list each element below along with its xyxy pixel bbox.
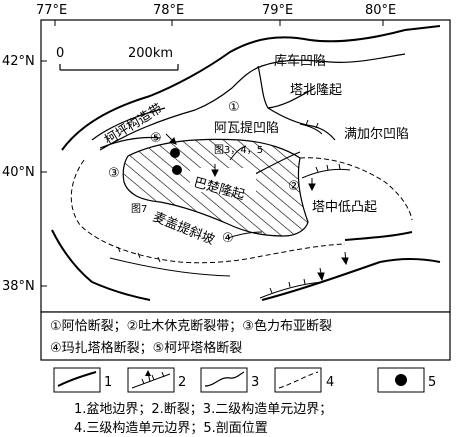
region-manjiaer: 满加尔凹陷	[344, 127, 409, 142]
region-tabei: 塔北隆起	[290, 83, 342, 98]
arrows	[165, 133, 349, 282]
legend-key-1: 1	[104, 375, 112, 390]
legend-key-2: 2	[178, 375, 186, 390]
secondary-unit-boundary	[91, 53, 406, 187]
frame-ticks	[41, 20, 384, 287]
fault-marker-2: ②	[288, 179, 300, 194]
scale-distance: 200km	[128, 46, 173, 61]
bachu-label-box	[190, 168, 256, 192]
legend-key-5: 5	[428, 375, 436, 390]
fault-marker-1: ①	[228, 100, 240, 115]
region-tazhong: 塔中低凸起	[312, 200, 377, 215]
lat-label-40: 40°N	[2, 165, 35, 180]
figure-ref-7: 图7	[131, 203, 147, 215]
lat-label-38: 38°N	[2, 279, 35, 294]
region-awati: 阿瓦提凹陷	[214, 120, 279, 136]
lon-label-79: 79°E	[262, 3, 293, 18]
profile-location-1	[170, 148, 180, 158]
lon-label-78: 78°E	[153, 3, 184, 18]
lon-label-80: 80°E	[365, 3, 396, 18]
lon-label-77: 77°E	[36, 3, 67, 18]
figure-ref-345: 图3，4，5	[214, 144, 263, 156]
region-kuche: 库车凹陷	[274, 53, 326, 69]
legend-key-3: 3	[251, 375, 259, 390]
fault-marker-5: ⑤	[150, 131, 162, 146]
fault-marker-3: ③	[108, 166, 120, 181]
profile-location-2	[172, 165, 182, 175]
fault-marker-4: ④	[222, 231, 234, 246]
basin-boundary	[51, 25, 441, 301]
caption-line-1: 1.盆地边界；2.断裂；3.二级构造单元边界；	[74, 402, 332, 417]
fault-legend-box	[40, 311, 451, 361]
scale-bar: 0 200km	[56, 46, 179, 71]
lat-label-42: 42°N	[2, 54, 35, 69]
tertiary-unit-boundary	[70, 157, 413, 264]
fault-lines	[109, 119, 351, 299]
scale-zero: 0	[56, 46, 64, 61]
legend-key-4: 4	[326, 375, 334, 390]
caption-line-2: 4.三级构造单元边界；5.剖面位置	[74, 421, 268, 436]
symbol-legend: 1 2 3 4 5	[53, 367, 436, 393]
fault-legend-line-1: ①阿恰断裂；②吐木休克断裂带；③色力布亚断裂	[50, 318, 332, 334]
fault-legend-line-2: ④玛扎塔格断裂；⑤柯坪塔格断裂	[50, 340, 242, 356]
